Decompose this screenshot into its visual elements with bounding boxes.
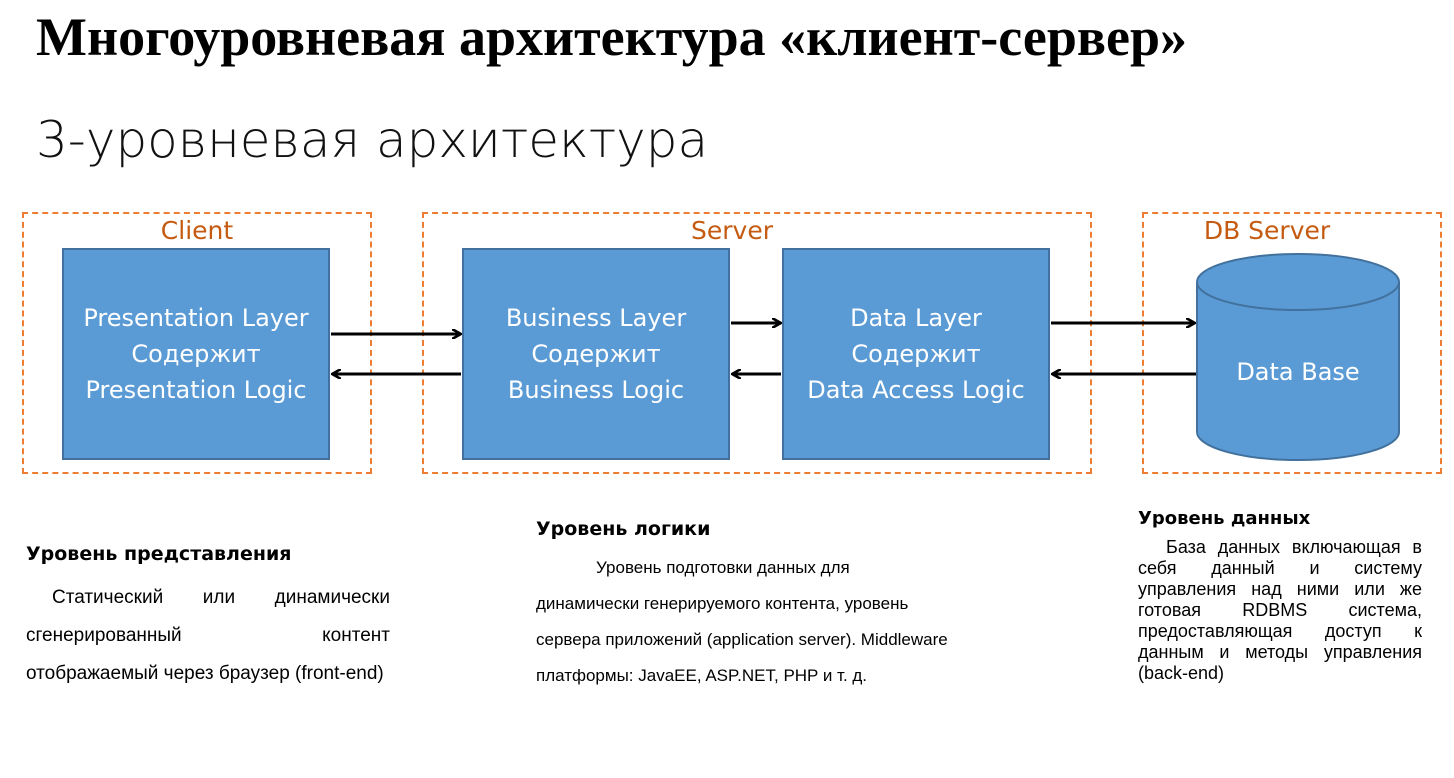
client-zone-label: Client	[160, 216, 234, 245]
presentation-layer-box: Presentation Layer Содержит Presentation…	[62, 248, 330, 460]
presentation-layer-line-1: Presentation Layer	[83, 304, 309, 332]
database-cylinder	[1196, 253, 1400, 461]
presentation-layer-line-3: Presentation Logic	[85, 376, 307, 404]
data-layer-line-1: Data Layer	[850, 304, 982, 332]
presentation-description-text: Статический или динамически сгенерирован…	[26, 587, 390, 684]
server-zone	[422, 212, 1092, 474]
presentation-layer-line-2: Содержит	[131, 340, 261, 368]
business-layer-line-2: Содержит	[531, 340, 661, 368]
slide-title: Многоуровневая архитектура «клиент-серве…	[36, 7, 1188, 67]
business-layer-line-3: Business Logic	[507, 376, 685, 404]
data-layer-line-2: Содержит	[851, 340, 981, 368]
db-server-zone-label: DB Server	[1203, 216, 1331, 245]
business-layer-line-1: Business Layer	[505, 304, 687, 332]
server-zone-label: Server	[691, 216, 773, 245]
data-description-text: База данных включающая в себя данный и с…	[1138, 537, 1422, 683]
db-server-zone	[1142, 212, 1442, 474]
logic-description-text: Уровень подготовки данных для динамическ…	[536, 558, 948, 685]
data-description-heading: Уровень данных	[1138, 508, 1311, 529]
database-label: Data Base	[1236, 358, 1360, 386]
presentation-description-heading: Уровень представления	[26, 543, 292, 565]
logic-description: Уровень логики Уровень подготовки данных…	[536, 518, 956, 694]
presentation-description: Уровень представления Статический или ди…	[26, 543, 390, 693]
slide-subtitle: 3-уровневая архитектура	[36, 111, 709, 169]
client-zone	[22, 212, 372, 474]
data-layer-box: Data Layer Содержит Data Access Logic	[782, 248, 1050, 460]
data-description: Уровень данных База данных включающая в …	[1138, 508, 1422, 684]
data-layer-line-3: Data Access Logic	[807, 376, 1025, 404]
business-layer-box: Business Layer Содержит Business Logic	[462, 248, 730, 460]
logic-description-heading: Уровень логики	[536, 518, 711, 540]
